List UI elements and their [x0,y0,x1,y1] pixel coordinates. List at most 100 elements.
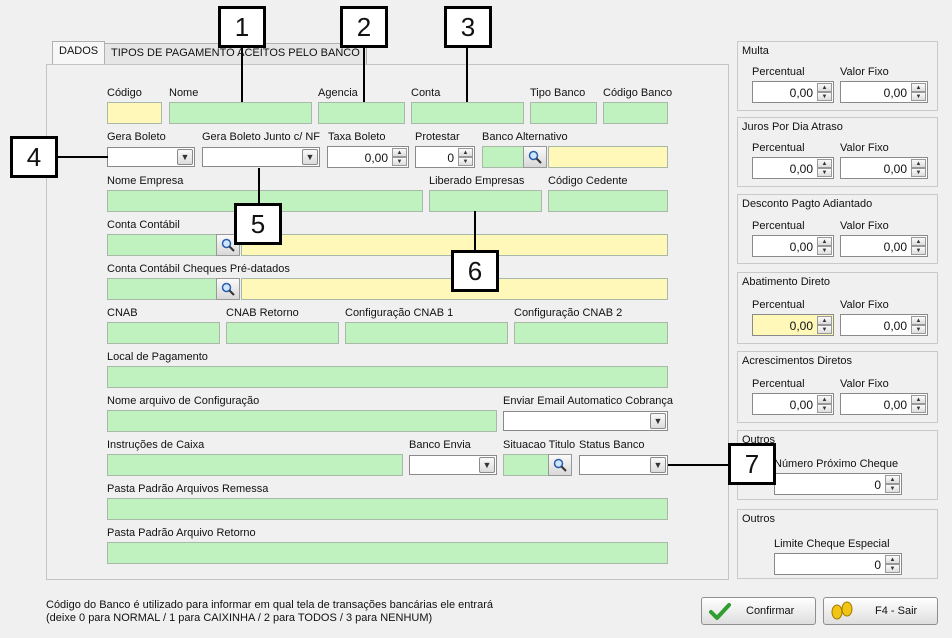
group-title: Abatimento Direto [742,276,831,288]
group-title: Desconto Pagto Adiantado [742,198,873,210]
config-cnab1-input[interactable] [345,322,508,344]
spin-up-icon[interactable]: ▲ [885,475,900,484]
spin-down-icon[interactable]: ▼ [911,168,926,177]
callout-7-line [668,464,728,466]
banco-alternativo-label: Banco Alternativo [482,131,568,143]
spin-up-icon[interactable]: ▲ [817,316,832,325]
spin-down-icon[interactable]: ▼ [817,325,832,334]
spin-down-icon[interactable]: ▼ [911,246,926,255]
conta-contabil-cheques-lookup-button[interactable] [216,278,240,300]
callout-5-line [258,168,260,204]
multa-valor-fixo-stepper[interactable]: 0,00▲▼ [840,81,928,103]
spin-up-icon[interactable]: ▲ [911,395,926,404]
codigo-banco-label: Código Banco [603,87,673,99]
callout-5: 5 [234,203,282,245]
taxa-boleto-value: 0,00 [364,151,388,165]
tab-tipos-pagamento[interactable]: TIPOS DE PAGAMENTO ACEITOS PELO BANCO [104,43,367,65]
spin-up-icon[interactable]: ▲ [817,395,832,404]
acrescimentos-percentual-stepper[interactable]: 0,00▲▼ [752,393,834,415]
conta-input[interactable] [411,102,524,124]
percentual-label: Percentual [752,142,805,154]
spin-up-icon[interactable]: ▲ [911,316,926,325]
spin-down-icon[interactable]: ▼ [885,484,900,493]
banco-envia-select[interactable]: ▼ [409,455,497,475]
spin-down-icon[interactable]: ▼ [911,325,926,334]
spin-down-icon[interactable]: ▼ [817,168,832,177]
exit-button[interactable]: F4 - Sair [823,597,938,625]
spin-down-icon[interactable]: ▼ [817,92,832,101]
juros-percentual-stepper[interactable]: 0,00▲▼ [752,157,834,179]
spin-up-icon[interactable]: ▲ [817,237,832,246]
spin-down-icon[interactable]: ▼ [458,157,473,166]
cnab-retorno-input[interactable] [226,322,339,344]
enviar-email-select[interactable]: ▼ [503,411,668,431]
spin-up-icon[interactable]: ▲ [817,159,832,168]
taxa-boleto-stepper[interactable]: 0,00 ▲▼ [327,146,409,168]
numero-cheque-stepper[interactable]: 0▲▼ [774,473,902,495]
codigo-cedente-label: Código Cedente [548,175,628,187]
spin-up-icon[interactable]: ▲ [392,148,407,157]
codigo-input[interactable] [107,102,162,124]
agencia-input[interactable] [318,102,405,124]
spin-up-icon[interactable]: ▲ [911,159,926,168]
spin-down-icon[interactable]: ▼ [911,404,926,413]
limite-cheque-stepper[interactable]: 0▲▼ [774,553,902,575]
spin-up-icon[interactable]: ▲ [458,148,473,157]
spin-up-icon[interactable]: ▲ [911,83,926,92]
spin-down-icon[interactable]: ▼ [885,564,900,573]
confirm-button[interactable]: Confirmar [701,597,816,625]
pasta-retorno-input[interactable] [107,542,668,564]
spin-down-icon[interactable]: ▼ [392,157,407,166]
spin-up-icon[interactable]: ▲ [817,83,832,92]
nome-input[interactable] [169,102,312,124]
chevron-down-icon: ▼ [302,149,318,165]
banco-alternativo-desc [548,146,668,168]
spin-down-icon[interactable]: ▼ [817,404,832,413]
protestar-stepper[interactable]: 0 ▲▼ [415,146,475,168]
spin-down-icon[interactable]: ▼ [817,246,832,255]
tab-dados[interactable]: DADOS [52,41,106,65]
codigo-cedente-input[interactable] [548,190,668,212]
pasta-remessa-input[interactable] [107,498,668,520]
gera-boleto-select[interactable]: ▼ [107,147,195,167]
abatimento-valor-fixo-stepper[interactable]: 0,00 ▲▼ [840,314,928,336]
instrucoes-caixa-input[interactable] [107,454,403,476]
conta-contabil-cheques-input[interactable] [107,278,217,300]
situacao-titulo-input[interactable] [503,454,549,476]
callout-4: 4 [10,136,58,178]
gera-boleto-nf-select[interactable]: ▼ [202,147,320,167]
tipo-banco-input[interactable] [530,102,597,124]
banco-alternativo-lookup-button[interactable] [523,146,547,168]
desconto-valor-fixo-stepper[interactable]: 0,00▲▼ [840,235,928,257]
abatimento-percentual-stepper[interactable]: 0,00▲▼ [752,314,834,336]
stepper-value: 0,00 [883,319,907,333]
config-cnab1-label: Configuração CNAB 1 [345,307,454,319]
banco-alternativo-code-input[interactable] [482,146,524,168]
checkmark-icon [709,603,731,620]
cnab-input[interactable] [107,322,220,344]
spin-up-icon[interactable]: ▲ [885,555,900,564]
situacao-titulo-label: Situacao Titulo [503,439,576,451]
liberado-empresas-input[interactable] [429,190,542,212]
callout-4-line [58,156,108,158]
nome-arquivo-config-input[interactable] [107,410,497,432]
acrescimentos-valor-fixo-stepper[interactable]: 0,00▲▼ [840,393,928,415]
conta-contabil-label: Conta Contábil [107,219,180,231]
magnifier-icon [528,150,542,164]
juros-valor-fixo-stepper[interactable]: 0,00▲▼ [840,157,928,179]
conta-contabil-input[interactable] [107,234,217,256]
desconto-percentual-stepper[interactable]: 0,00▲▼ [752,235,834,257]
multa-percentual-stepper[interactable]: 0,00▲▼ [752,81,834,103]
group-title: Acrescimentos Diretos [742,355,853,367]
chevron-down-icon: ▼ [479,457,495,473]
local-pagamento-label: Local de Pagamento [107,351,208,363]
local-pagamento-input[interactable] [107,366,668,388]
codigo-banco-input[interactable] [603,102,668,124]
spin-up-icon[interactable]: ▲ [911,237,926,246]
tipo-banco-label: Tipo Banco [530,87,586,99]
config-cnab2-input[interactable] [514,322,668,344]
status-banco-select[interactable]: ▼ [579,455,668,475]
situacao-titulo-lookup-button[interactable] [548,454,572,476]
percentual-label: Percentual [752,220,805,232]
spin-down-icon[interactable]: ▼ [911,92,926,101]
